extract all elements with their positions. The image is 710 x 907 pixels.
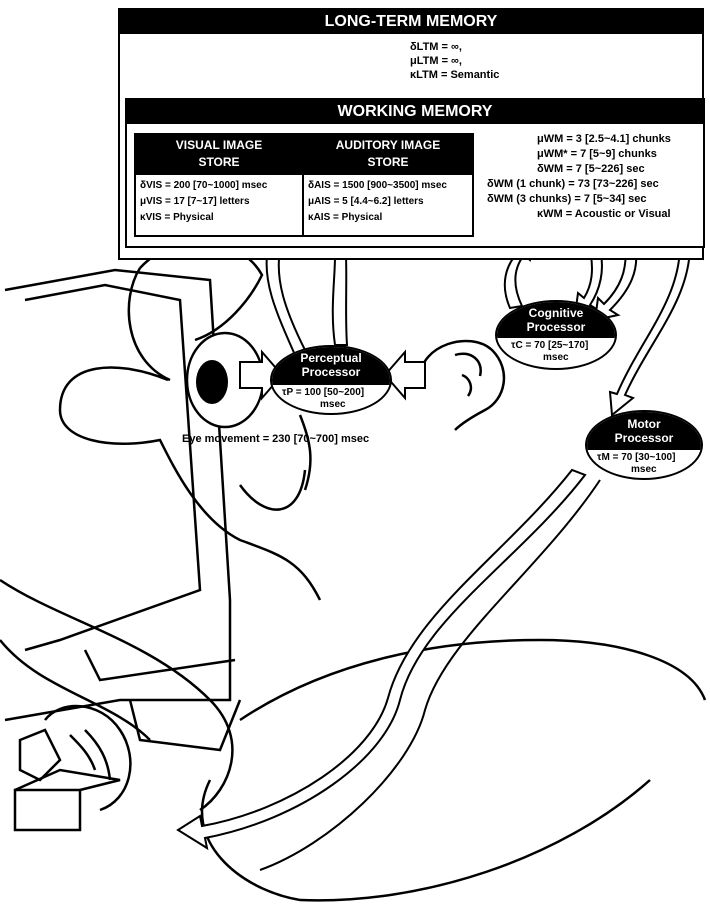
cognitive-unit: msec bbox=[543, 352, 569, 363]
perceptual-param: τP = 100 [50~200] bbox=[282, 387, 365, 398]
perceptual-title-line2: Processor bbox=[301, 365, 361, 379]
monitor-drawing bbox=[4, 268, 242, 752]
ltm-title: LONG-TERM MEMORY bbox=[120, 10, 702, 34]
ltm-param-delta: δLTM = ∞, bbox=[410, 41, 462, 53]
perceptual-title-line1: Perceptual bbox=[300, 351, 362, 365]
wm-param-delta: δWM = 7 [5~226] sec bbox=[537, 163, 645, 175]
wm-title: WORKING MEMORY bbox=[127, 100, 703, 124]
vis-param-kappa: κVIS = Physical bbox=[140, 212, 214, 223]
wm-param-kappa: κWM = Acoustic or Visual bbox=[537, 208, 671, 220]
arm-drawing bbox=[0, 578, 234, 832]
motor-ellipse: Motor Processor τM = 70 [30~100] msec bbox=[585, 410, 703, 480]
cognitive-param: τC = 70 [25~170] bbox=[511, 340, 589, 351]
motor-title: Motor Processor bbox=[587, 412, 701, 450]
ais-param-delta: δAIS = 1500 [900~3500] msec bbox=[308, 180, 447, 191]
wm-param-delta-1chunk: δWM (1 chunk) = 73 [73~226] sec bbox=[487, 178, 659, 190]
eye-movement-label: Eye movement = 230 [70~700] msec bbox=[182, 433, 370, 445]
vis-title-line1: VISUAL IMAGE bbox=[175, 138, 263, 152]
ear-icon bbox=[418, 339, 506, 431]
visual-image-store: VISUAL IMAGE STORE δVIS = 200 [70~1000] … bbox=[134, 133, 304, 237]
wm-param-mu-star: μWM* = 7 [5~9] chunks bbox=[537, 148, 657, 160]
ais-title-line2: STORE bbox=[367, 155, 409, 169]
arrow-wm-to-motor bbox=[608, 244, 692, 417]
motor-title-line2: Processor bbox=[614, 431, 674, 445]
cognitive-title-line1: Cognitive bbox=[528, 306, 584, 320]
cognitive-processor: Cognitive Processor τC = 70 [25~170] mse… bbox=[495, 300, 617, 370]
vis-title-line2: STORE bbox=[198, 155, 240, 169]
cognitive-title: Cognitive Processor bbox=[497, 302, 615, 338]
motor-processor: Motor Processor τM = 70 [30~100] msec bbox=[585, 410, 703, 480]
perceptual-unit: msec bbox=[320, 399, 346, 410]
motor-unit: msec bbox=[631, 464, 657, 475]
ltm-param-kappa: κLTM = Semantic bbox=[410, 69, 500, 81]
shoulder-drawing bbox=[200, 638, 707, 902]
motor-param: τM = 70 [30~100] bbox=[597, 452, 676, 463]
ltm-param-mu: μLTM = ∞, bbox=[410, 55, 462, 67]
perceptual-ellipse: Perceptual Processor τP = 100 [50~200] m… bbox=[270, 345, 392, 415]
auditory-image-store: AUDITORY IMAGE STORE δAIS = 1500 [900~35… bbox=[302, 133, 474, 237]
arrow-ear-to-perceptual bbox=[383, 349, 426, 401]
wm-param-mu: μWM = 3 [2.5~4.1] chunks bbox=[537, 133, 671, 145]
vis-title: VISUAL IMAGE STORE bbox=[136, 135, 302, 175]
vis-param-delta: δVIS = 200 [70~1000] msec bbox=[140, 180, 268, 191]
cognitive-ellipse: Cognitive Processor τC = 70 [25~170] mse… bbox=[495, 300, 617, 370]
wm-param-delta-3chunks: δWM (3 chunks) = 7 [5~34] sec bbox=[487, 193, 647, 205]
arrow-motor-to-hand bbox=[176, 468, 587, 851]
cognitive-title-line2: Processor bbox=[526, 320, 586, 334]
ais-param-mu: μAIS = 5 [4.4~6.2] letters bbox=[308, 196, 424, 207]
motor-title-line1: Motor bbox=[627, 417, 661, 431]
perceptual-processor: Perceptual Processor τP = 100 [50~200] m… bbox=[270, 345, 392, 415]
ais-param-kappa: κAIS = Physical bbox=[308, 212, 383, 223]
ais-title-line1: AUDITORY IMAGE bbox=[335, 138, 441, 152]
vis-param-mu: μVIS = 17 [7~17] letters bbox=[140, 196, 250, 207]
arrow-motor-ribbon-edge bbox=[259, 479, 601, 871]
ais-title: AUDITORY IMAGE STORE bbox=[304, 135, 472, 175]
perceptual-title: Perceptual Processor bbox=[272, 347, 390, 385]
